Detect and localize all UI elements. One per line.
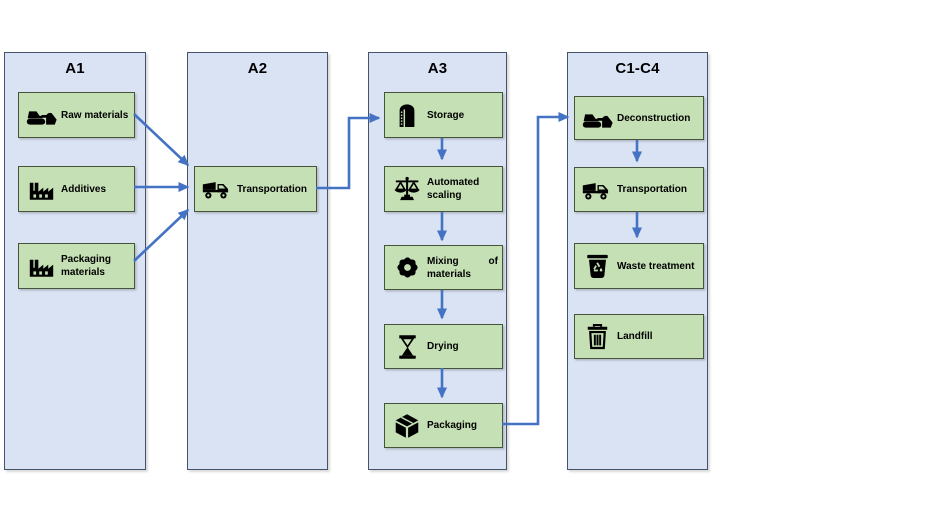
box-label: Mixing of materials xyxy=(427,255,498,280)
bulldozer-icon xyxy=(23,103,59,127)
box-drying: Drying xyxy=(384,324,503,369)
box-packaging-materials: Packaging materials xyxy=(18,243,135,289)
arrow-packaging-to-deconstruction xyxy=(502,112,570,426)
box-storage: Storage xyxy=(384,92,503,138)
box-label: Drying xyxy=(427,341,459,352)
trash-can-icon xyxy=(579,323,615,350)
bulldozer-icon xyxy=(579,106,615,130)
box-packaging: Packaging xyxy=(384,403,503,448)
box-waste-treatment: Waste treatment xyxy=(574,243,704,289)
box-label: Raw materials xyxy=(61,109,129,121)
box-label: Transportation xyxy=(617,184,688,195)
balance-scale-icon xyxy=(389,176,425,202)
column-a3: A3 Storage xyxy=(368,52,507,470)
box-additives: Additives xyxy=(18,166,135,212)
column-a3-title: A3 xyxy=(427,60,448,77)
box-transportation-c: Transportation xyxy=(574,167,704,212)
box-label: Transportation xyxy=(237,183,308,195)
box-raw-materials: Raw materials xyxy=(18,92,135,138)
factory-icon xyxy=(23,177,59,201)
box-label: Packaging xyxy=(427,420,478,431)
box-label: Automated scaling xyxy=(427,177,480,201)
column-c1-c4-title: C1-C4 xyxy=(615,60,660,77)
column-c1-c4: C1-C4 Deconstruction xyxy=(567,52,708,470)
box-label: Landfill xyxy=(617,331,653,342)
column-a2-title: A2 xyxy=(247,60,268,77)
dump-truck-icon xyxy=(579,179,615,201)
box-landfill: Landfill xyxy=(574,314,704,359)
box-label: Storage xyxy=(427,109,465,121)
gear-icon xyxy=(389,255,425,280)
package-box-icon xyxy=(389,413,425,439)
box-label: Packaging materials xyxy=(61,254,112,278)
column-a2: A2 Transportation xyxy=(187,52,328,470)
box-label: Waste treatment xyxy=(617,260,695,272)
box-label: Deconstruction xyxy=(617,112,691,124)
dump-truck-icon xyxy=(199,178,235,200)
silo-icon xyxy=(389,102,425,128)
recycle-bin-icon xyxy=(579,253,615,280)
factory-icon xyxy=(23,254,59,278)
box-mixing-of-materials: Mixing of materials xyxy=(384,245,503,290)
box-transportation-a2: Transportation xyxy=(194,166,317,212)
hourglass-icon xyxy=(389,334,425,360)
box-deconstruction: Deconstruction xyxy=(574,96,704,140)
column-a1: A1 Raw materials Addi xyxy=(4,52,146,470)
box-label: Additives xyxy=(61,183,107,195)
box-automated-scaling: Automated scaling xyxy=(384,166,503,212)
column-a1-title: A1 xyxy=(65,60,85,77)
